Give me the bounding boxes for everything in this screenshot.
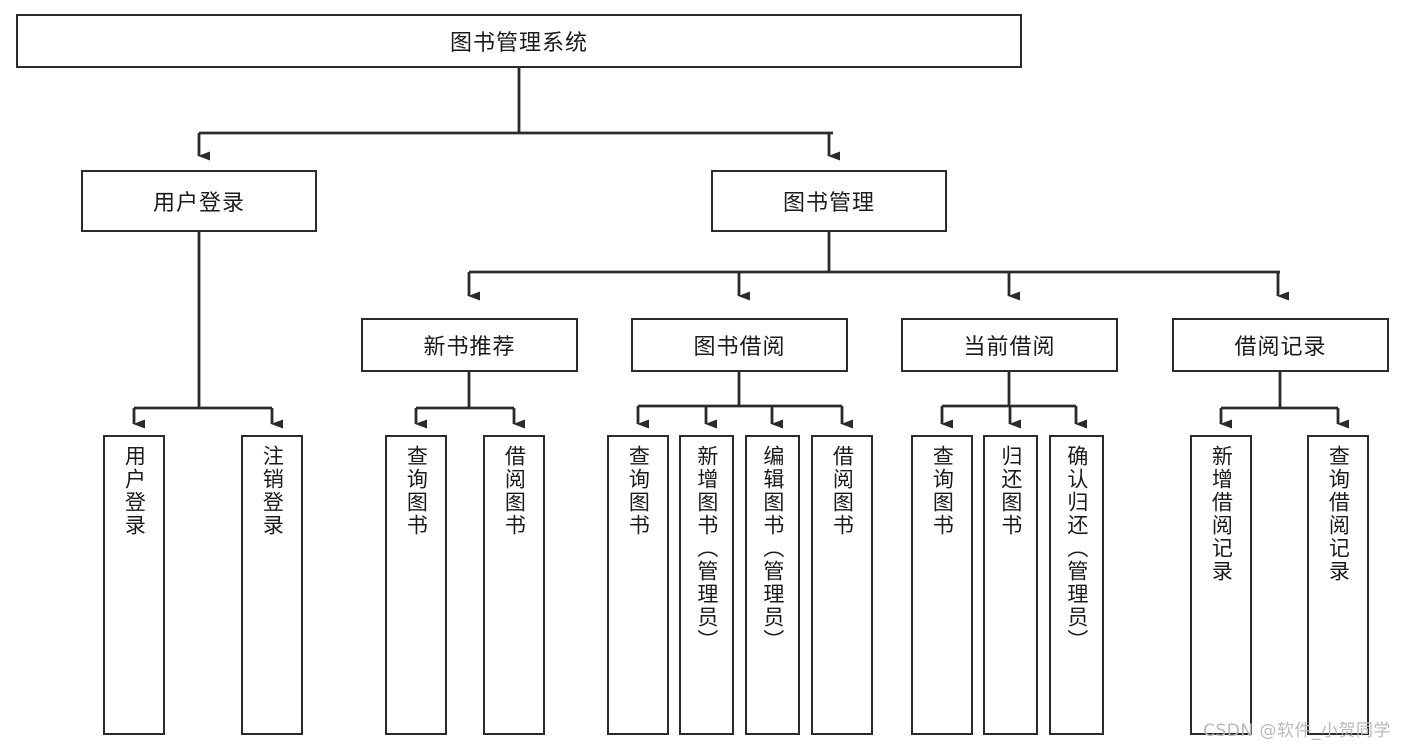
node-root-label: 图书管理系统 — [449, 31, 588, 56]
leaf-current-query-book-label: 查询图书 — [930, 445, 955, 537]
leaf-newbook-borrow-book[interactable]: 借阅图书 — [483, 435, 545, 735]
leaf-record-add-record[interactable]: 新增借阅记录 — [1190, 435, 1252, 735]
leaf-user-login-label: 用户登录 — [122, 445, 147, 537]
leaf-newbook-borrow-book-label: 借阅图书 — [502, 445, 527, 537]
leaf-current-query-book[interactable]: 查询图书 — [911, 435, 973, 735]
node-borrow-record[interactable]: 借阅记录 — [1172, 318, 1389, 372]
leaf-borrow-add-book-admin-label: 新增图书（管理员） — [694, 445, 719, 652]
leaf-borrow-edit-book-admin[interactable]: 编辑图书（管理员） — [745, 435, 800, 735]
leaf-record-query-record[interactable]: 查询借阅记录 — [1307, 435, 1369, 735]
leaf-current-confirm-return-admin-label: 确认归还（管理员） — [1064, 445, 1089, 652]
leaf-borrow-borrow-book[interactable]: 借阅图书 — [811, 435, 873, 735]
leaf-newbook-query-book-label: 查询图书 — [404, 445, 429, 537]
leaf-record-add-record-label: 新增借阅记录 — [1209, 445, 1234, 583]
leaf-current-confirm-return-admin[interactable]: 确认归还（管理员） — [1049, 435, 1104, 735]
leaf-borrow-query-book[interactable]: 查询图书 — [607, 435, 669, 735]
node-user-login-label: 用户登录 — [152, 191, 245, 216]
watermark: CSDN @软件_小贺同学 — [1203, 721, 1391, 741]
node-new-book-recommend[interactable]: 新书推荐 — [361, 318, 578, 372]
leaf-newbook-query-book[interactable]: 查询图书 — [385, 435, 447, 735]
leaf-borrow-edit-book-admin-label: 编辑图书（管理员） — [760, 445, 785, 652]
node-current-borrow-label: 当前借阅 — [963, 335, 1056, 360]
node-borrow-record-label: 借阅记录 — [1234, 335, 1327, 360]
node-user-login[interactable]: 用户登录 — [81, 170, 317, 232]
leaf-borrow-borrow-book-label: 借阅图书 — [830, 445, 855, 537]
node-book-borrow-label: 图书借阅 — [693, 335, 786, 360]
node-root[interactable]: 图书管理系统 — [16, 14, 1022, 68]
node-book-borrow[interactable]: 图书借阅 — [631, 318, 848, 372]
leaf-current-return-book[interactable]: 归还图书 — [983, 435, 1038, 735]
leaf-current-return-book-label: 归还图书 — [998, 445, 1023, 537]
leaf-logout[interactable]: 注销登录 — [241, 435, 303, 735]
node-book-management[interactable]: 图书管理 — [711, 170, 947, 232]
leaf-borrow-query-book-label: 查询图书 — [626, 445, 651, 537]
node-new-book-recommend-label: 新书推荐 — [423, 335, 516, 360]
node-book-management-label: 图书管理 — [782, 191, 875, 216]
leaf-logout-label: 注销登录 — [260, 445, 285, 537]
leaf-record-query-record-label: 查询借阅记录 — [1326, 445, 1351, 583]
node-current-borrow[interactable]: 当前借阅 — [901, 318, 1118, 372]
leaf-user-login[interactable]: 用户登录 — [103, 435, 165, 735]
leaf-borrow-add-book-admin[interactable]: 新增图书（管理员） — [679, 435, 734, 735]
